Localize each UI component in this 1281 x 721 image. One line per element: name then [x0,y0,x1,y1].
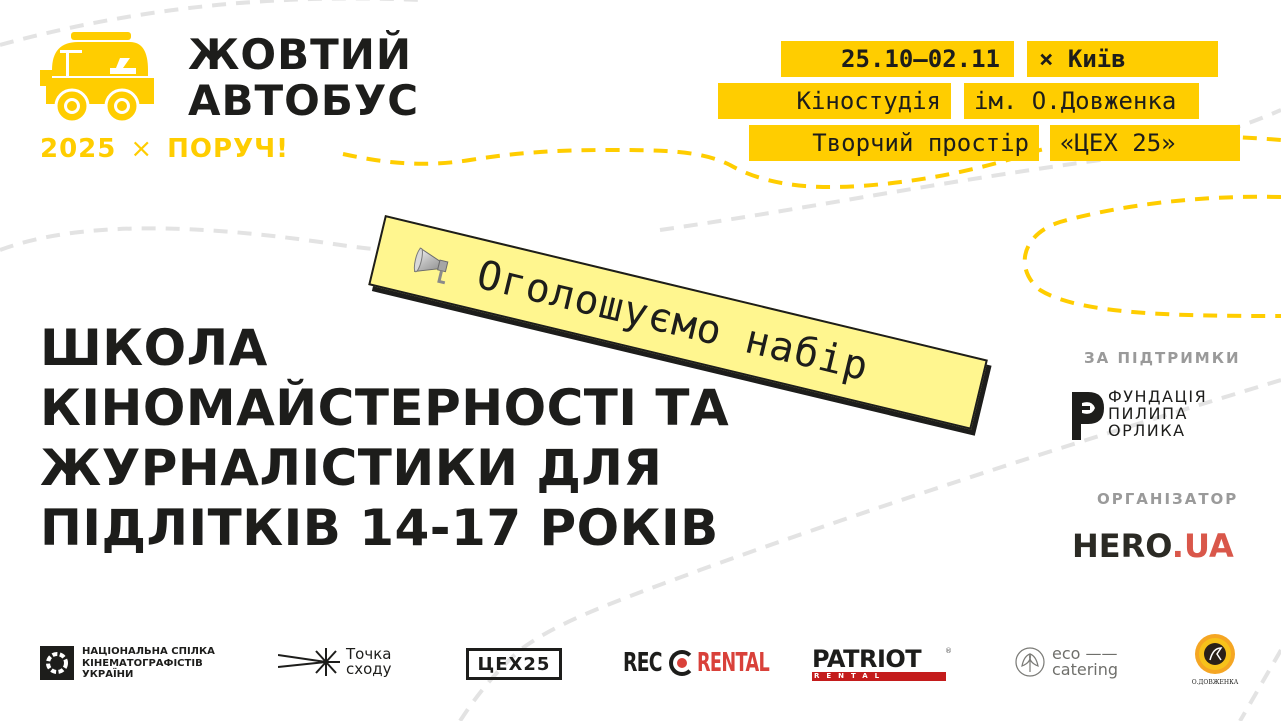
rec-rental-logo: REC RENTAL [623,646,803,680]
venue2-part2-tag: «ЦЕХ 25» [1050,125,1240,161]
yellow-bus-icon [40,32,154,122]
hero-ua-logo: HERO.UA [1072,528,1234,564]
orlyk-foundation-logo: ФУНДАЦІЯ ПИЛИПА ОРЛИКА [1072,388,1244,444]
foundation-line-1: ФУНДАЦІЯ [1108,387,1208,406]
dovzhenko-caption: О.ДОВЖЕНКА [1192,679,1239,686]
eco-catering-logo: eco —— catering [1014,646,1118,678]
festival-logo: ЖОВТИЙ АВТОБУС 2025 × ПОРУЧ! [38,30,438,170]
vanishing-point-icon [278,648,340,676]
nsku-line-2: КІНЕМАТОГРАФІСТІВ [82,657,203,669]
nsku-aperture-icon [40,646,74,681]
logo-title-line2: АВТОБУС [188,76,420,125]
patriot-rental-logo: PATRIOT RENTAL ® [812,647,952,683]
logo-cross: × [130,134,154,164]
eco-line-2: catering [1052,660,1119,679]
patriot-rental-bar: RENTAL [812,672,946,681]
dovzhenko-studio-logo: О.ДОВЖЕНКА [1188,630,1242,686]
registered-mark: ® [945,647,952,655]
venue2-part1-tag: Творчий простір [749,125,1039,161]
logo-year: 2025 [40,134,117,164]
logo-title: ЖОВТИЙ АВТОБУС [188,32,419,124]
venue1-part2-tag: ім. О.Довженка [964,83,1199,119]
headline: ШКОЛА КІНОМАЙСТЕРНОСТІ ТА ЖУРНАЛІСТИКИ Д… [40,318,729,558]
headline-line-4: ПІДЛІТКІВ 14-17 РОКІВ [40,499,719,557]
hero-logo-part2: .UA [1171,527,1234,565]
rental-text: RENTAL [697,648,770,678]
orlyk-p-icon [1072,392,1104,440]
logo-subtitle: 2025 × ПОРУЧ! [40,134,289,164]
logo-title-line1: ЖОВТИЙ [188,30,413,79]
hero-logo-part1: HERO [1072,527,1172,565]
record-dot-icon [669,650,695,676]
event-dates-tag: 25.10–02.11 [781,41,1014,77]
headline-line-3: ЖУРНАЛІСТИКИ ДЛЯ [40,439,663,497]
leaf-circle-icon [1015,647,1045,677]
nsku-logo: НАЦІОНАЛЬНА СПІЛКА КІНЕМАТОГРАФІСТІВ УКР… [40,646,215,681]
venue1-part1-tag: Кіностудія [718,83,951,119]
organizer-label: ОРГАНІЗАТОР [1097,490,1239,508]
announcement-sticker: Оголошуємо набір [368,215,988,430]
tochka-line-1: Точка [346,645,392,663]
patriot-text: PATRIOT [812,645,922,673]
eco-line-1: eco —— [1052,644,1118,663]
tsekh25-logo: ЦЕХ25 [466,648,562,680]
headline-line-2: КІНОМАЙСТЕРНОСТІ ТА [40,379,730,437]
tochka-skhodu-logo: Точка сходу [278,645,392,679]
sunflower-icon: О.ДОВЖЕНКА [1192,634,1239,686]
foundation-line-2: ПИЛИПА [1108,404,1188,423]
nsku-line-3: УКРАЇНИ [82,669,134,680]
nsku-line-1: НАЦІОНАЛЬНА СПІЛКА [82,646,215,657]
event-city-tag: × Київ [1027,41,1218,77]
tochka-line-2: сходу [346,660,392,678]
support-label: ЗА ПІДТРИМКИ [1084,349,1241,367]
megaphone-icon [413,247,449,285]
rec-text: REC [623,648,663,678]
logo-partner-word: ПОРУЧ! [167,134,290,164]
foundation-line-3: ОРЛИКА [1108,421,1186,440]
headline-line-1: ШКОЛА [40,319,268,377]
